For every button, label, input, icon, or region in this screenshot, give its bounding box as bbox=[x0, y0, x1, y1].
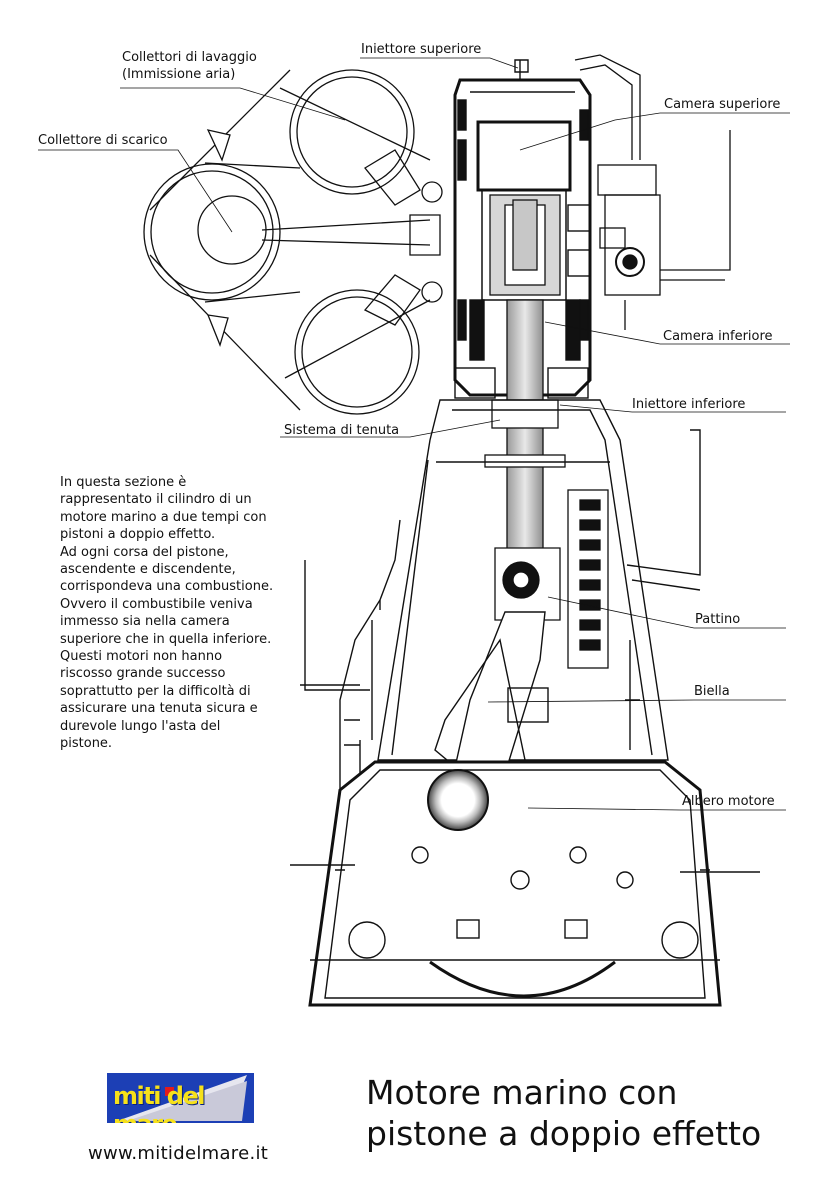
piston-assembly bbox=[484, 194, 566, 553]
description-paragraph: In questa sezione è rappresentato il cil… bbox=[60, 475, 267, 543]
crosshead-guide bbox=[494, 489, 609, 669]
engine-frame bbox=[300, 399, 701, 800]
label-immissione-aria: (Immissione aria) bbox=[122, 67, 235, 82]
description-paragraph: Questi motori non hanno riscosso grande … bbox=[60, 649, 258, 752]
description-paragraph: Ad ogni corsa del pistone, ascendente e … bbox=[60, 544, 274, 647]
leader-lines bbox=[38, 57, 790, 811]
website-url: www.mitidelmare.it bbox=[88, 1143, 269, 1164]
label-collettori-lavaggio: Collettori di lavaggio bbox=[122, 50, 257, 65]
title-line-1: Motore marino con bbox=[366, 1073, 678, 1112]
label-iniettore-inferiore: Iniettore inferiore bbox=[632, 397, 745, 412]
label-pattino: Pattino bbox=[695, 612, 740, 627]
scavenge-manifold-lower bbox=[294, 289, 420, 415]
logo-swoosh-icon bbox=[117, 1075, 247, 1121]
crankshaft bbox=[427, 769, 489, 831]
manifolds bbox=[143, 69, 443, 415]
label-camera-superiore: Camera superiore bbox=[664, 97, 780, 112]
logo: miti del mare bbox=[107, 1073, 254, 1123]
title-line-2: pistone a doppio effetto bbox=[366, 1114, 762, 1153]
label-biella: Biella bbox=[694, 684, 730, 699]
label-collettore-scarico: Collettore di scarico bbox=[38, 133, 168, 148]
exhaust-manifold bbox=[143, 163, 281, 301]
bedplate bbox=[290, 760, 760, 1007]
label-iniettore-superiore: Iniettore superiore bbox=[361, 42, 481, 57]
fuel-pump-assembly bbox=[574, 54, 731, 330]
page-title: Motore marino con pistone a doppio effet… bbox=[366, 1072, 761, 1154]
label-camera-inferiore: Camera inferiore bbox=[663, 329, 773, 344]
label-albero-motore: Albero motore bbox=[682, 794, 775, 809]
description-text: In questa sezione è rappresentato il cil… bbox=[60, 474, 275, 753]
logo-text: miti del mare bbox=[113, 1082, 205, 1123]
label-sistema-tenuta: Sistema di tenuta bbox=[284, 423, 399, 438]
scavenge-manifold-upper bbox=[289, 69, 415, 195]
